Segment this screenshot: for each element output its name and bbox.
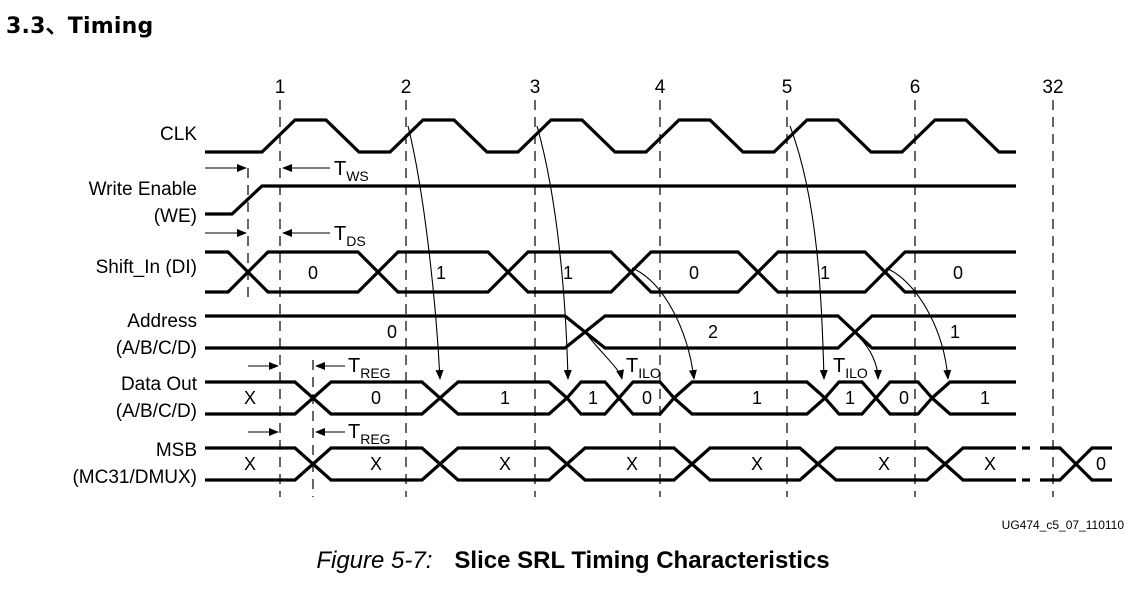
section-heading: 3.3、Timing [6,14,154,39]
addr-value-3: 1 [950,322,960,342]
msb-value-4: X [626,454,638,474]
signal-label-msb-1: MSB [156,440,197,461]
msb-bus [205,446,1112,482]
dout-value-4: 1 [588,388,598,408]
di-value-2: 1 [436,263,446,283]
msb-value-3: X [499,454,511,474]
clk-waveform [205,118,1016,154]
di-bus [205,250,1016,294]
dout-value-3: 1 [500,388,510,408]
clock-guide-lines [247,100,1054,497]
signal-label-dout-1: Data Out [121,374,198,395]
di-value-1: 0 [308,263,318,283]
signal-label-we-2: (WE) [154,206,197,227]
figure-doc-id: UG474_c5_07_110110 [1001,518,1124,532]
msb-value-1: X [244,454,256,474]
dout-value-6: 1 [752,388,762,408]
msb-value-7: X [984,454,996,474]
clock-edge-1: 1 [275,77,286,98]
tilo-label-1: TILO [626,355,661,381]
clock-edge-4: 4 [655,77,666,98]
signal-label-we-1: Write Enable [89,179,197,200]
tws-label: TWS [334,158,369,184]
dout-value-8: 0 [899,388,909,408]
dout-value-5: 0 [642,388,652,408]
treg-dout-label: TREG [348,355,391,381]
figure-caption: Figure 5-7: Slice SRL Timing Characterist… [0,547,1146,575]
tds-label: TDS [334,223,366,249]
clock-edge-6: 6 [910,77,921,98]
clock-edge-2: 2 [401,77,412,98]
addr-value-1: 0 [387,322,397,342]
di-value-4: 0 [689,263,699,283]
dout-value-1: X [244,388,256,408]
msb-value-5: X [751,454,763,474]
tilo-label-2: TILO [833,355,868,381]
dout-value-7: 1 [845,388,855,408]
signal-label-addr-2: (A/B/C/D) [116,338,197,359]
msb-value-8: 0 [1096,454,1106,474]
addr-value-2: 2 [708,322,718,342]
signal-label-dout-2: (A/B/C/D) [116,401,197,422]
propagation-arrows [407,125,952,380]
clock-edge-3: 3 [530,77,541,98]
di-value-5: 1 [820,263,830,283]
clock-edge-32: 32 [1042,77,1063,98]
dout-value-9: 1 [980,388,990,408]
figure-number: Figure 5-7: [316,547,433,574]
di-value-3: 1 [563,263,573,283]
signal-label-msb-2: (MC31/DMUX) [72,467,197,488]
signal-label-addr-1: Address [127,311,197,332]
we-waveform [205,184,1016,216]
signal-label-di: Shift_In (DI) [96,257,197,278]
treg-msb-label: TREG [348,421,391,447]
msb-value-2: X [370,454,382,474]
dout-value-2: 0 [371,388,381,408]
dout-bus [205,380,1016,416]
signal-label-clk: CLK [160,124,197,145]
addr-bus [205,314,1016,350]
msb-value-6: X [878,454,890,474]
clock-edge-5: 5 [782,77,793,98]
di-value-6: 0 [953,263,963,283]
figure-title: Slice SRL Timing Characteristics [454,547,830,574]
